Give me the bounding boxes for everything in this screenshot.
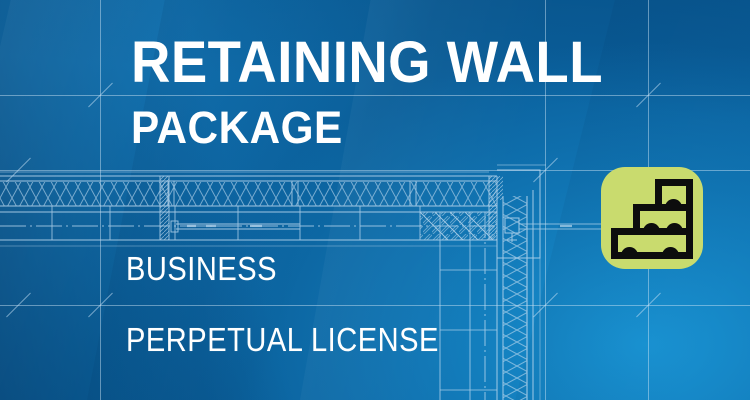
product-icon-tile — [601, 167, 703, 269]
subtitle-line-business: BUSINESS — [126, 250, 278, 287]
title-line-1: RETAINING WALL — [131, 30, 603, 95]
subtitle-line-license: PERPETUAL LICENSE — [126, 321, 439, 358]
retaining-wall-blocks-icon — [611, 179, 693, 259]
grid-line-vertical — [545, 0, 546, 400]
banner-subtitle: BUSINESS PERPETUAL LICENSE — [126, 252, 482, 356]
banner-title: RETAINING WALL PACKAGE — [131, 30, 633, 153]
grid-line-horizontal — [0, 170, 750, 171]
grid-line-horizontal — [0, 95, 750, 96]
title-line-2: PACKAGE — [131, 102, 343, 153]
grid-line-horizontal — [0, 305, 750, 306]
